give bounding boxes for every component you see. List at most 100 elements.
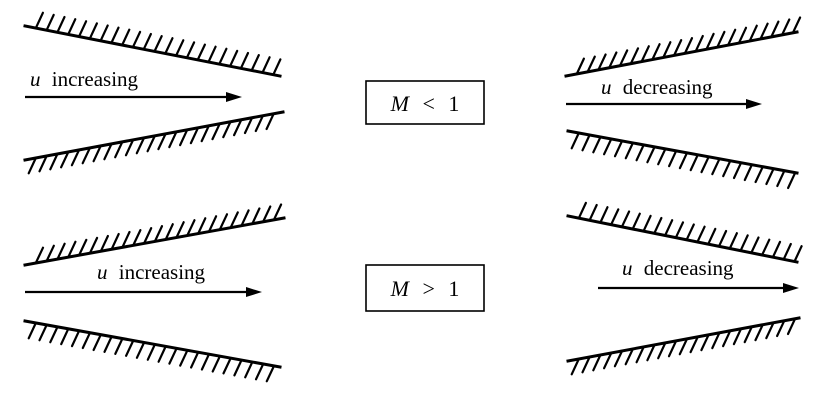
flow-label: u decreasing	[601, 75, 713, 99]
hatch-stroke	[196, 43, 206, 62]
hatch-stroke	[711, 331, 721, 350]
hatch-stroke	[759, 22, 769, 41]
mach-value: 1	[448, 91, 459, 116]
hatch-stroke	[88, 22, 99, 40]
hatch-stroke	[244, 360, 254, 379]
hatch-stroke	[705, 32, 715, 51]
hatch-stroke	[646, 343, 656, 362]
hatch-stroke	[732, 327, 743, 346]
hatch-stroke	[667, 339, 678, 358]
hatch-stroke	[696, 225, 706, 244]
hatch-stroke	[577, 201, 588, 220]
hatch-stroke	[613, 349, 624, 368]
hatch-stroke	[49, 325, 59, 344]
hatch-stroke	[229, 49, 239, 68]
hatch-stroke	[45, 13, 55, 32]
hatch-stroke	[81, 146, 92, 165]
hatch-stroke	[776, 169, 786, 188]
flow-variable: u	[30, 67, 41, 91]
hatch-stroke	[197, 217, 207, 235]
hatch-stroke	[694, 34, 704, 53]
hatch-stroke	[599, 206, 609, 224]
hatch-stroke	[608, 51, 618, 69]
hatch-stroke	[700, 333, 710, 352]
hatch-stroke	[239, 51, 250, 70]
hatch-stroke	[262, 205, 272, 223]
flow-trend: increasing	[52, 67, 139, 91]
hatch-stroke	[700, 155, 710, 174]
flow-label: u increasing	[30, 67, 139, 91]
hatch-stroke	[34, 11, 45, 30]
hatch-stroke	[770, 20, 780, 39]
hatch-stroke	[765, 167, 775, 186]
hatch-stroke	[131, 30, 142, 49]
hatch-stroke	[635, 143, 645, 162]
supersonic-converging-duct: u decreasing	[566, 201, 803, 376]
hatch-stroke	[103, 335, 113, 353]
hatch-stroke	[653, 216, 663, 235]
hatch-stroke	[265, 112, 275, 131]
hatch-stroke	[103, 142, 113, 161]
lower-wall	[566, 316, 801, 376]
hatch-stroke	[689, 153, 699, 172]
hatch-stroke	[200, 353, 211, 371]
hatch-stroke	[164, 223, 174, 241]
hatch-stroke	[592, 135, 602, 154]
hatch-stroke	[146, 343, 156, 361]
hatch-stroke	[722, 159, 732, 178]
hatch-stroke	[663, 219, 674, 237]
hatch-stroke	[597, 53, 607, 71]
flow-variable: u	[622, 256, 633, 280]
wall-hatching	[34, 203, 283, 265]
hatch-stroke	[717, 229, 728, 248]
hatch-stroke	[602, 137, 613, 156]
hatch-stroke	[77, 20, 88, 38]
hatch-stroke	[786, 171, 797, 190]
upper-wall	[23, 11, 282, 78]
hatch-stroke	[124, 339, 135, 357]
hatch-stroke	[135, 341, 146, 359]
upper-wall	[23, 203, 286, 267]
mach-symbol: M	[390, 276, 411, 301]
wall-hatching	[27, 321, 276, 383]
hatch-stroke	[250, 53, 260, 72]
hatch-stroke	[92, 333, 102, 352]
hatch-stroke	[662, 41, 672, 59]
hatch-stroke	[59, 150, 70, 169]
hatch-stroke	[721, 329, 732, 348]
hatch-stroke	[254, 114, 264, 133]
hatch-stroke	[67, 240, 77, 259]
hatch-stroke	[49, 152, 59, 171]
hatch-stroke	[153, 225, 164, 243]
hatch-stroke	[211, 122, 221, 141]
hatch-stroke	[678, 337, 689, 356]
hatch-stroke	[218, 213, 229, 231]
hatch-stroke	[592, 353, 602, 372]
hatch-stroke	[60, 327, 70, 346]
mach-value: 1	[448, 276, 459, 301]
mach-box	[365, 264, 485, 312]
hatch-stroke	[261, 56, 271, 74]
hatch-stroke	[157, 132, 167, 151]
hatch-stroke	[581, 133, 591, 152]
hatch-stroke	[254, 362, 265, 381]
hatch-stroke	[586, 55, 596, 74]
hatch-stroke	[179, 128, 189, 147]
hatch-stroke	[272, 203, 283, 221]
hatch-stroke	[618, 49, 629, 67]
hatch-stroke	[132, 229, 142, 247]
hatch-stroke	[38, 154, 48, 173]
hatch-stroke	[635, 345, 645, 364]
hatch-stroke	[179, 349, 189, 367]
hatch-stroke	[27, 321, 37, 340]
flow-trend: decreasing	[644, 256, 734, 280]
mach-label: M < 1	[390, 91, 460, 116]
hatch-stroke	[609, 208, 620, 226]
arrow-head	[226, 92, 242, 102]
hatch-stroke	[211, 355, 221, 373]
hatch-stroke	[685, 223, 695, 241]
hatch-stroke	[110, 26, 120, 45]
hatch-stroke	[570, 131, 580, 150]
upper-wall	[564, 16, 802, 78]
